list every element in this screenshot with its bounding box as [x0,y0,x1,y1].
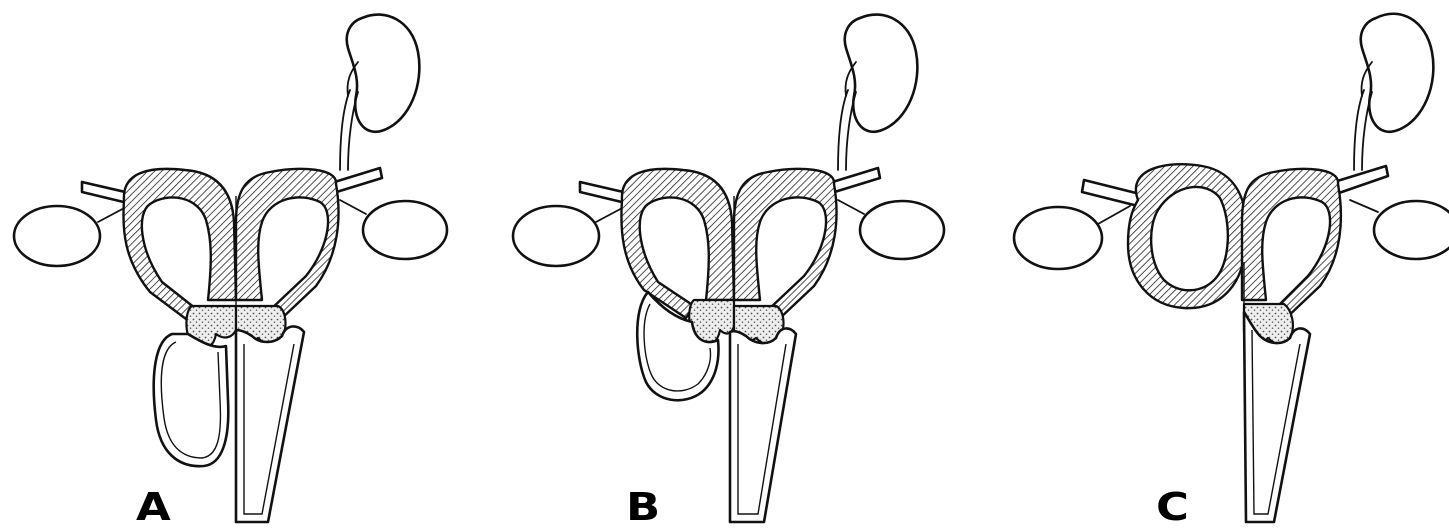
panel-b: B [498,0,981,530]
right-uterine-horn [1242,169,1341,320]
left-fallopian-tube [1082,180,1140,206]
kidney [347,15,420,132]
right-ovary [860,201,944,259]
right-vagina [730,328,796,522]
panel-a-drawing [0,0,483,530]
right-uterine-horn [236,169,339,320]
kidney [845,15,918,132]
panel-c-drawing [998,0,1449,530]
panel-label-a: A [136,488,171,526]
left-uterine-horn [621,169,734,318]
right-ovary [363,201,447,259]
right-ovary [1374,201,1449,259]
left-ovary [513,206,599,266]
panel-c: C [998,0,1449,530]
right-ovarian-ligament [1350,200,1378,212]
left-uterine-horn [123,169,236,322]
left-ovary [14,206,100,266]
kidney [1361,14,1434,132]
right-uterine-horn [734,169,837,320]
panel-b-drawing [498,0,981,530]
left-uterine-horn [1128,164,1247,308]
panel-label-b: B [626,488,660,526]
right-vagina [236,326,304,522]
panel-a: A [0,0,483,530]
left-ovarian-ligament [1098,206,1130,224]
right-ovarian-ligament [340,200,366,214]
right-fallopian-tube [1334,166,1388,194]
left-ovary [1014,207,1102,269]
right-ovarian-ligament [838,200,864,214]
panel-label-c: C [1156,488,1189,526]
